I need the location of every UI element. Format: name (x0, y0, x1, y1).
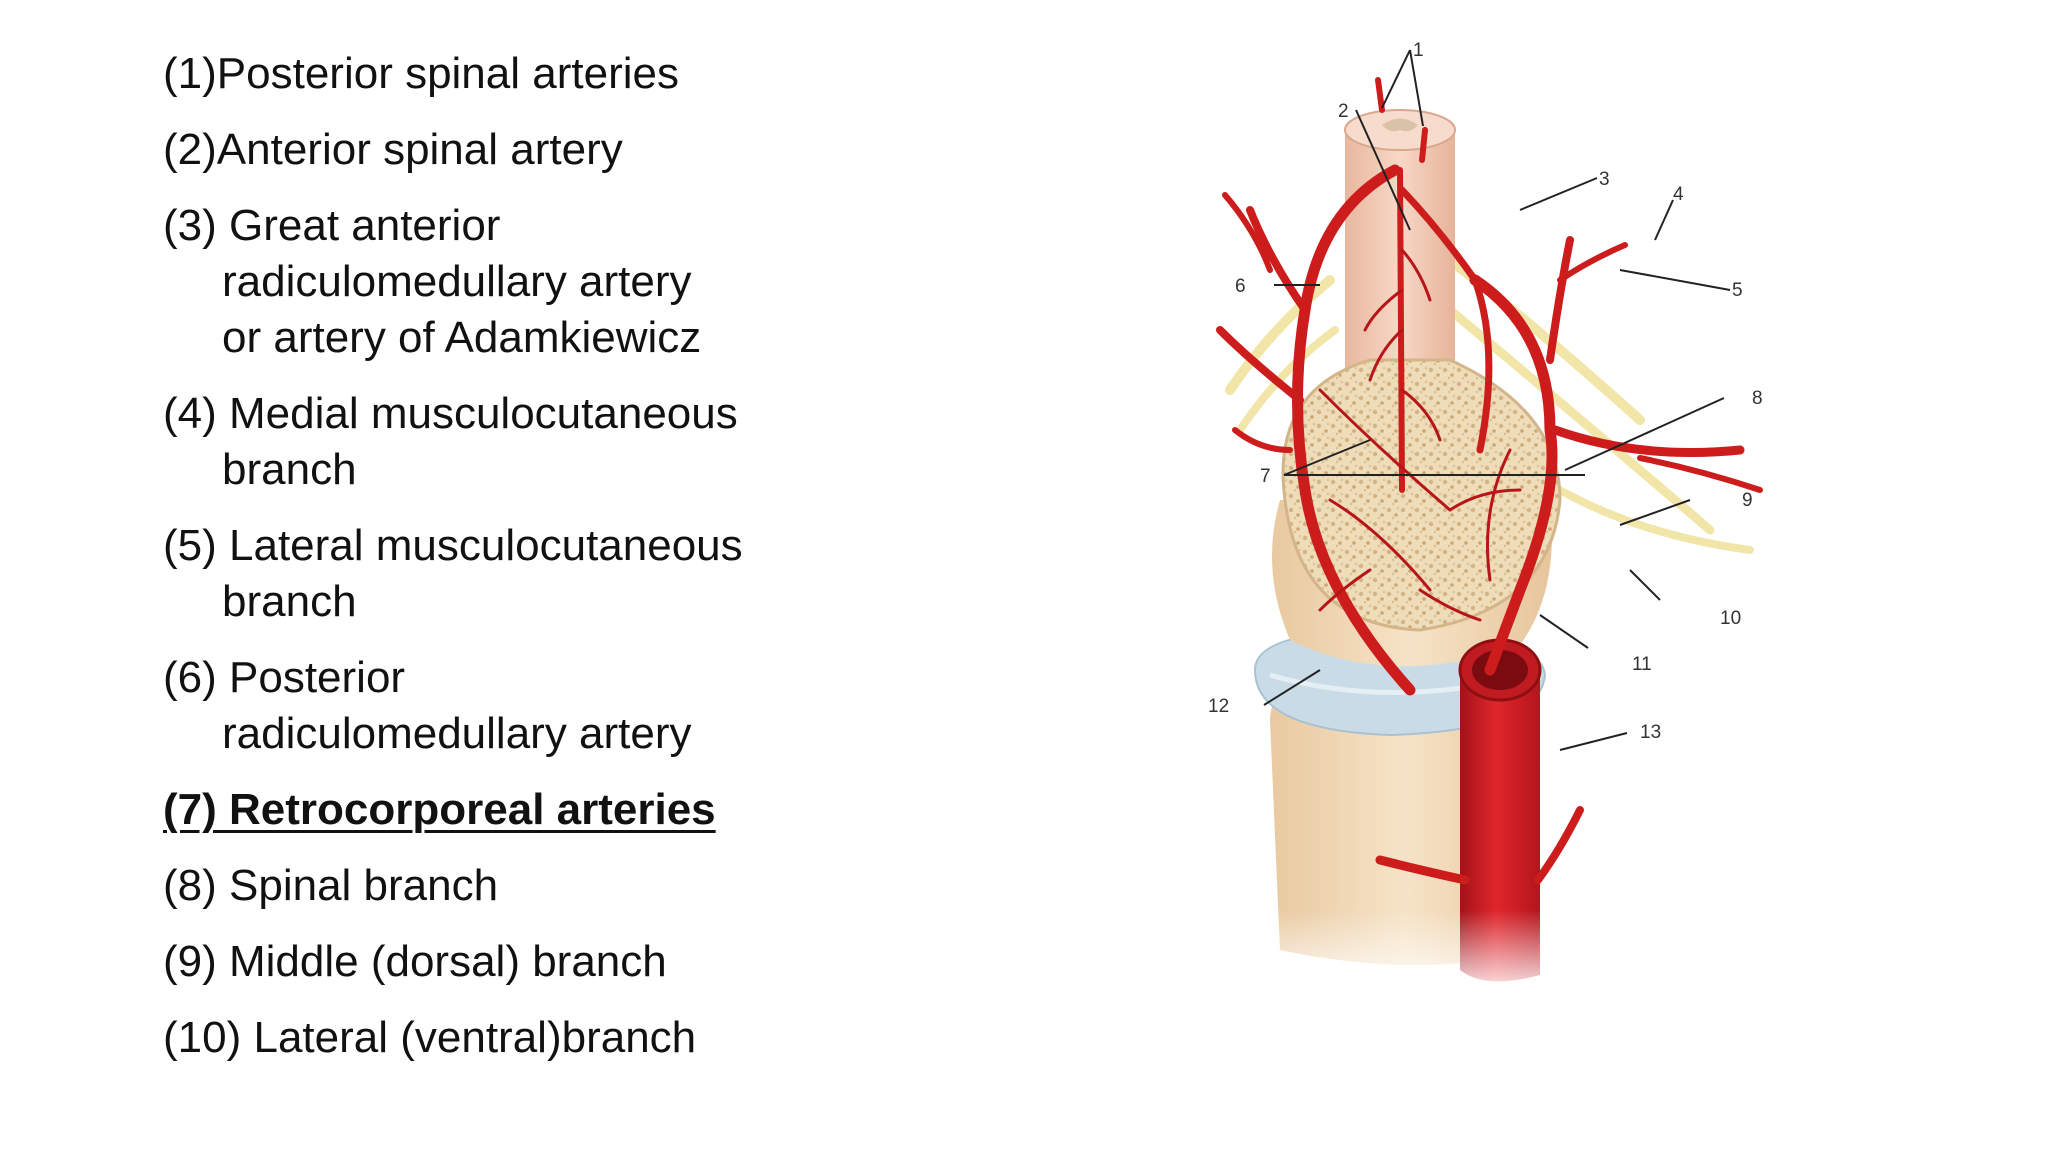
legend-item-text: (9) Middle (dorsal) branch (163, 937, 667, 986)
legend-item: (5) Lateral musculocutaneous branch (163, 518, 883, 630)
legend-item-text: or artery of Adamkiewicz (222, 313, 702, 362)
aorta (1375, 638, 1584, 982)
legend-item-text: (1)Posterior spinal arteries (163, 49, 679, 98)
leader-lines (1263, 49, 1731, 751)
callout-4: 4 (1673, 184, 1684, 205)
callout-1: 1 (1413, 40, 1424, 61)
artery-legend-list: (1)Posterior spinal arteries (2)Anterior … (163, 46, 883, 1086)
legend-item: (2)Anterior spinal artery (163, 122, 883, 178)
legend-item-text: radiculomedullary artery (222, 257, 692, 306)
callout-6: 6 (1235, 276, 1246, 297)
legend-item: (6) Posterior radiculomedullary artery (163, 650, 883, 762)
legend-item-text: branch (222, 445, 357, 494)
legend-item-text: (8) Spinal branch (163, 861, 499, 910)
legend-item-text: (10) Lateral (ventral)branch (163, 1013, 697, 1062)
callout-12: 12 (1208, 696, 1229, 717)
callout-numbers: 1 2 3 4 5 6 8 7 9 10 11 12 13 (1208, 40, 1763, 743)
legend-item-text: (5) Lateral musculocutaneous (163, 521, 743, 570)
legend-item-text: radiculomedullary artery (222, 709, 692, 758)
legend-item: (7) Retrocorporeal arteries (163, 782, 883, 838)
callout-5: 5 (1732, 280, 1743, 301)
arteries (1216, 77, 1763, 696)
legend-item: (3) Great anterior radiculomedullary arte… (163, 198, 883, 366)
legend-item-text: (2)Anterior spinal artery (163, 125, 623, 174)
legend-item-text: (3) Great anterior (163, 201, 501, 250)
legend-item: (8) Spinal branch (163, 858, 883, 914)
callout-8: 8 (1752, 388, 1763, 409)
callout-2: 2 (1338, 101, 1349, 122)
legend-item-text: (6) Posterior (163, 653, 406, 702)
callout-3: 3 (1599, 169, 1610, 190)
legend-item: (4) Medial musculocutaneous branch (163, 386, 883, 498)
spinal-arterial-supply-figure: 1 2 3 4 5 6 8 7 9 10 11 12 13 (1120, 40, 1900, 1000)
legend-item: (1)Posterior spinal arteries (163, 46, 883, 102)
legend-item-text: (4) Medial musculocutaneous (163, 389, 738, 438)
callout-7: 7 (1260, 466, 1271, 487)
legend-item: (9) Middle (dorsal) branch (163, 934, 883, 990)
callout-10: 10 (1720, 608, 1741, 629)
callout-11: 11 (1632, 654, 1652, 675)
callout-13: 13 (1640, 722, 1661, 743)
legend-item-text: branch (222, 577, 357, 626)
legend-item-text: (7) Retrocorporeal arteries (163, 785, 716, 834)
legend-item: (10) Lateral (ventral)branch (163, 1010, 883, 1066)
callout-9: 9 (1742, 490, 1753, 511)
